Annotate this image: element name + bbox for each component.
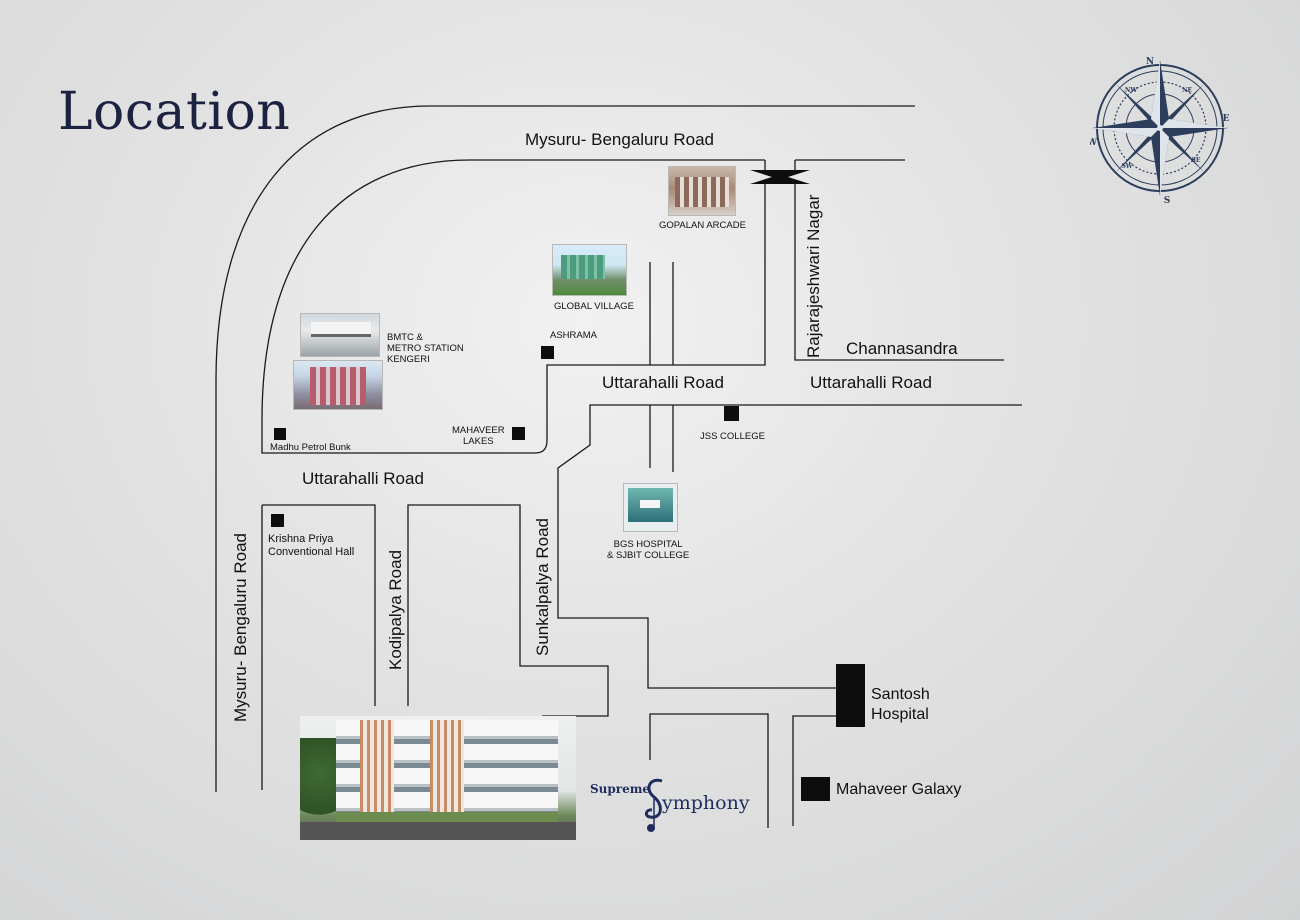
compass-e: E [1223,114,1230,124]
label-gopalan-arcade: GOPALAN ARCADE [659,220,746,231]
label-sunkalpalya-road: Sunkalpalya Road [533,518,552,656]
label-ashrama: ASHRAMA [550,330,597,341]
krishna-priya-marker [271,514,284,527]
road-bgs-spur [649,405,674,472]
mahaveer-lakes-marker [512,427,525,440]
compass-n: N [1146,57,1154,67]
compass-rose-icon: N S E W NE NW SE SW [1090,57,1230,205]
label-bmtc-metro: BMTC & METRO STATION KENGERI [387,332,464,365]
label-krishna-priya: Krishna Priya Conventional Hall [268,533,355,558]
label-mysuru-bengaluru-road-vertical: Mysuru- Bengaluru Road [231,533,250,722]
label-bgs-hospital: BGS HOSPITAL & SJBIT COLLEGE [607,539,690,561]
label-uttarahalli-road-center: Uttarahalli Road [602,373,724,392]
brand-s-treble-icon [644,778,663,832]
road-bottom-right [649,713,769,828]
label-uttarahalli-road-left: Uttarahalli Road [302,469,424,488]
mahaveer-galaxy-marker [801,777,830,801]
brand-name: ymphony [662,792,750,814]
road-kodipalya [407,504,609,717]
madhu-petrol-bunk-marker [274,428,286,440]
highway-gate-icon [750,170,810,184]
compass-s: S [1164,196,1171,205]
global-village-photo [552,244,627,296]
compass-se: SE [1192,157,1201,164]
label-rajarajeshwari-nagar: Rajarajeshwari Nagar [804,194,823,358]
road-rajarajeshwari [794,159,1004,361]
page-title: Location [58,82,291,142]
kengeri-building-photo [293,360,383,410]
label-jss-college: JSS COLLEGE [700,431,765,442]
label-mahaveer-galaxy: Mahaveer Galaxy [836,781,962,798]
label-uttarahalli-road-right: Uttarahalli Road [810,373,932,392]
road-bottom-right-2 [792,715,836,826]
project-building-render [300,716,576,840]
compass-w: W [1090,138,1098,148]
label-channasandra: Channasandra [846,339,958,358]
road-uttarahalli [557,404,1022,689]
santosh-hospital-marker [836,664,865,727]
label-global-village: GLOBAL VILLAGE [554,301,634,312]
bmtc-metro-photo [300,313,380,357]
label-santosh-hospital: Santosh Hospital [871,686,930,723]
road-left-bottom [262,504,376,706]
compass-ne: NE [1182,87,1192,94]
label-mysuru-bengaluru-road-top: Mysuru- Bengaluru Road [525,130,714,149]
compass-nw: NW [1125,87,1137,94]
gopalan-arcade-photo [668,166,736,216]
label-mahaveer-lakes: MAHAVEER LAKES [452,425,505,447]
ashrama-marker [541,346,554,359]
bgs-hospital-photo [623,483,678,532]
road-global-village-spur [649,262,674,365]
road-mysuru-bengaluru-outer [215,105,915,792]
compass-sw: SW [1121,163,1132,170]
road-mysuru-bengaluru-inner [261,159,766,454]
jss-college-marker [724,406,739,421]
label-madhu-petrol-bunk: Madhu Petrol Bunk [270,442,351,453]
brand-prefix: Supreme [590,782,651,796]
label-kodipalya-road: Kodipalya Road [386,549,405,670]
